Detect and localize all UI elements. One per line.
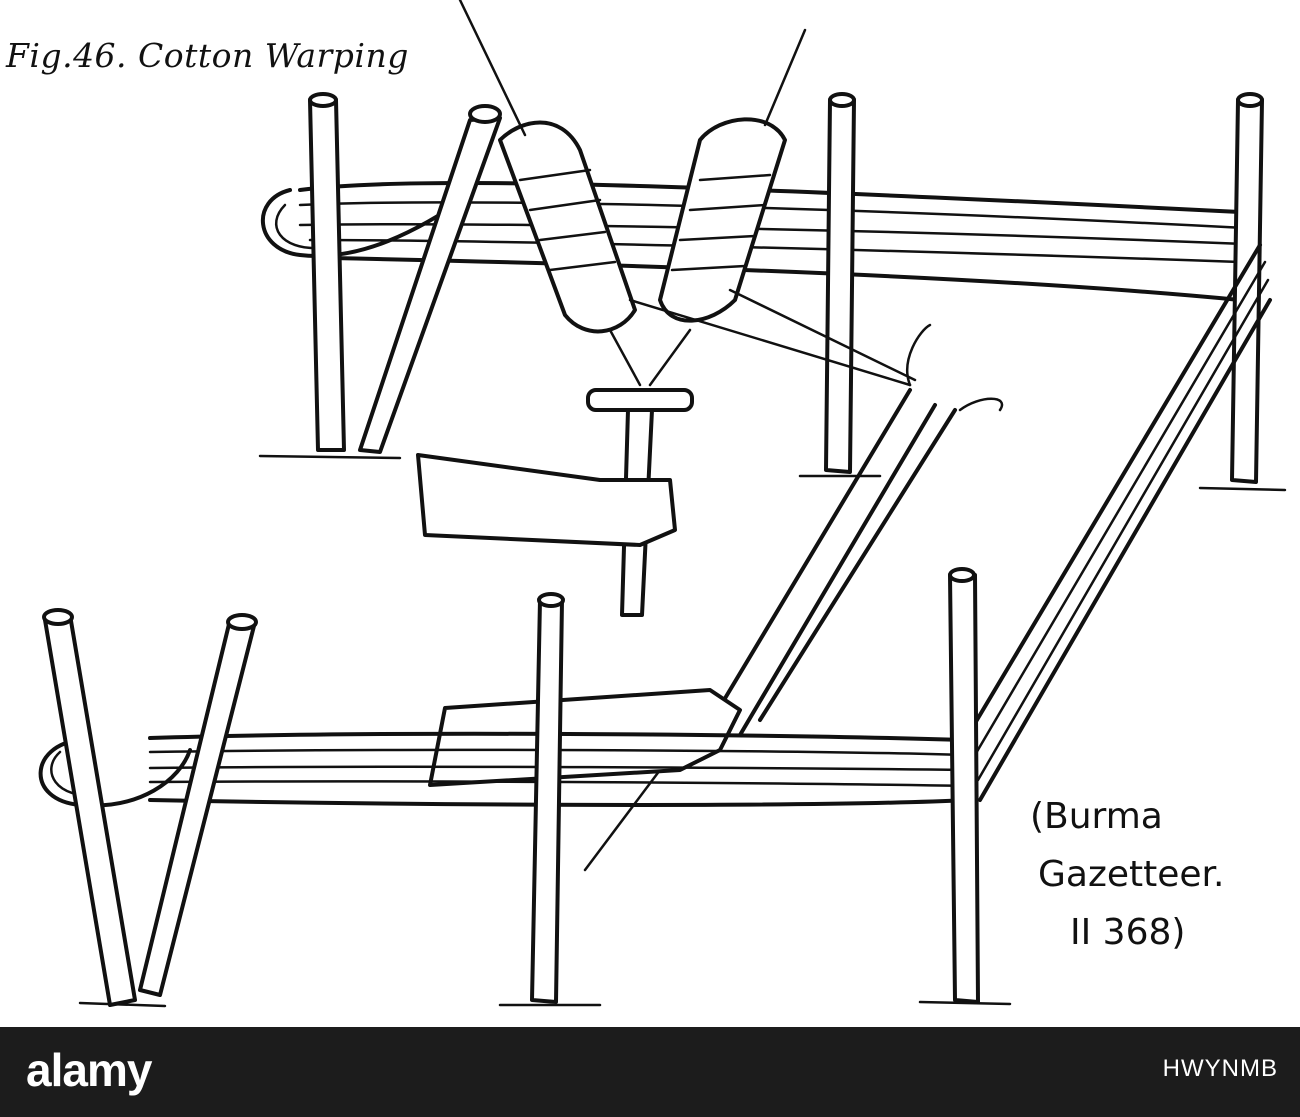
front-posts — [42, 567, 1012, 1008]
t-handle-tool — [416, 388, 694, 617]
watermark-bar: alamy HWYNMB — [0, 1027, 1300, 1117]
figure-title: Fig.46. Cotton Warping — [6, 36, 409, 75]
source-note: (Burma Gazetteer. II 368) — [1030, 788, 1224, 962]
image-id: HWYNMB — [1162, 1055, 1278, 1082]
source-note-line-3: II 368) — [1070, 912, 1186, 953]
back-posts — [258, 92, 1287, 492]
front-hand — [428, 688, 742, 787]
front-warp-bundle — [38, 243, 1272, 808]
warping-reel-sticks — [583, 323, 1004, 872]
source-note-line-1: (Burma — [1030, 796, 1163, 837]
thread-spools — [458, 0, 807, 334]
brand-logo: alamy — [26, 1044, 152, 1096]
warping-illustration: Fig.46. Cotton Warping (Burma Gazetteer.… — [6, 0, 1287, 1008]
warp-threads — [608, 288, 917, 387]
warping-frame-drawing — [38, 0, 1287, 1008]
source-note-line-2: Gazetteer. — [1038, 854, 1225, 895]
